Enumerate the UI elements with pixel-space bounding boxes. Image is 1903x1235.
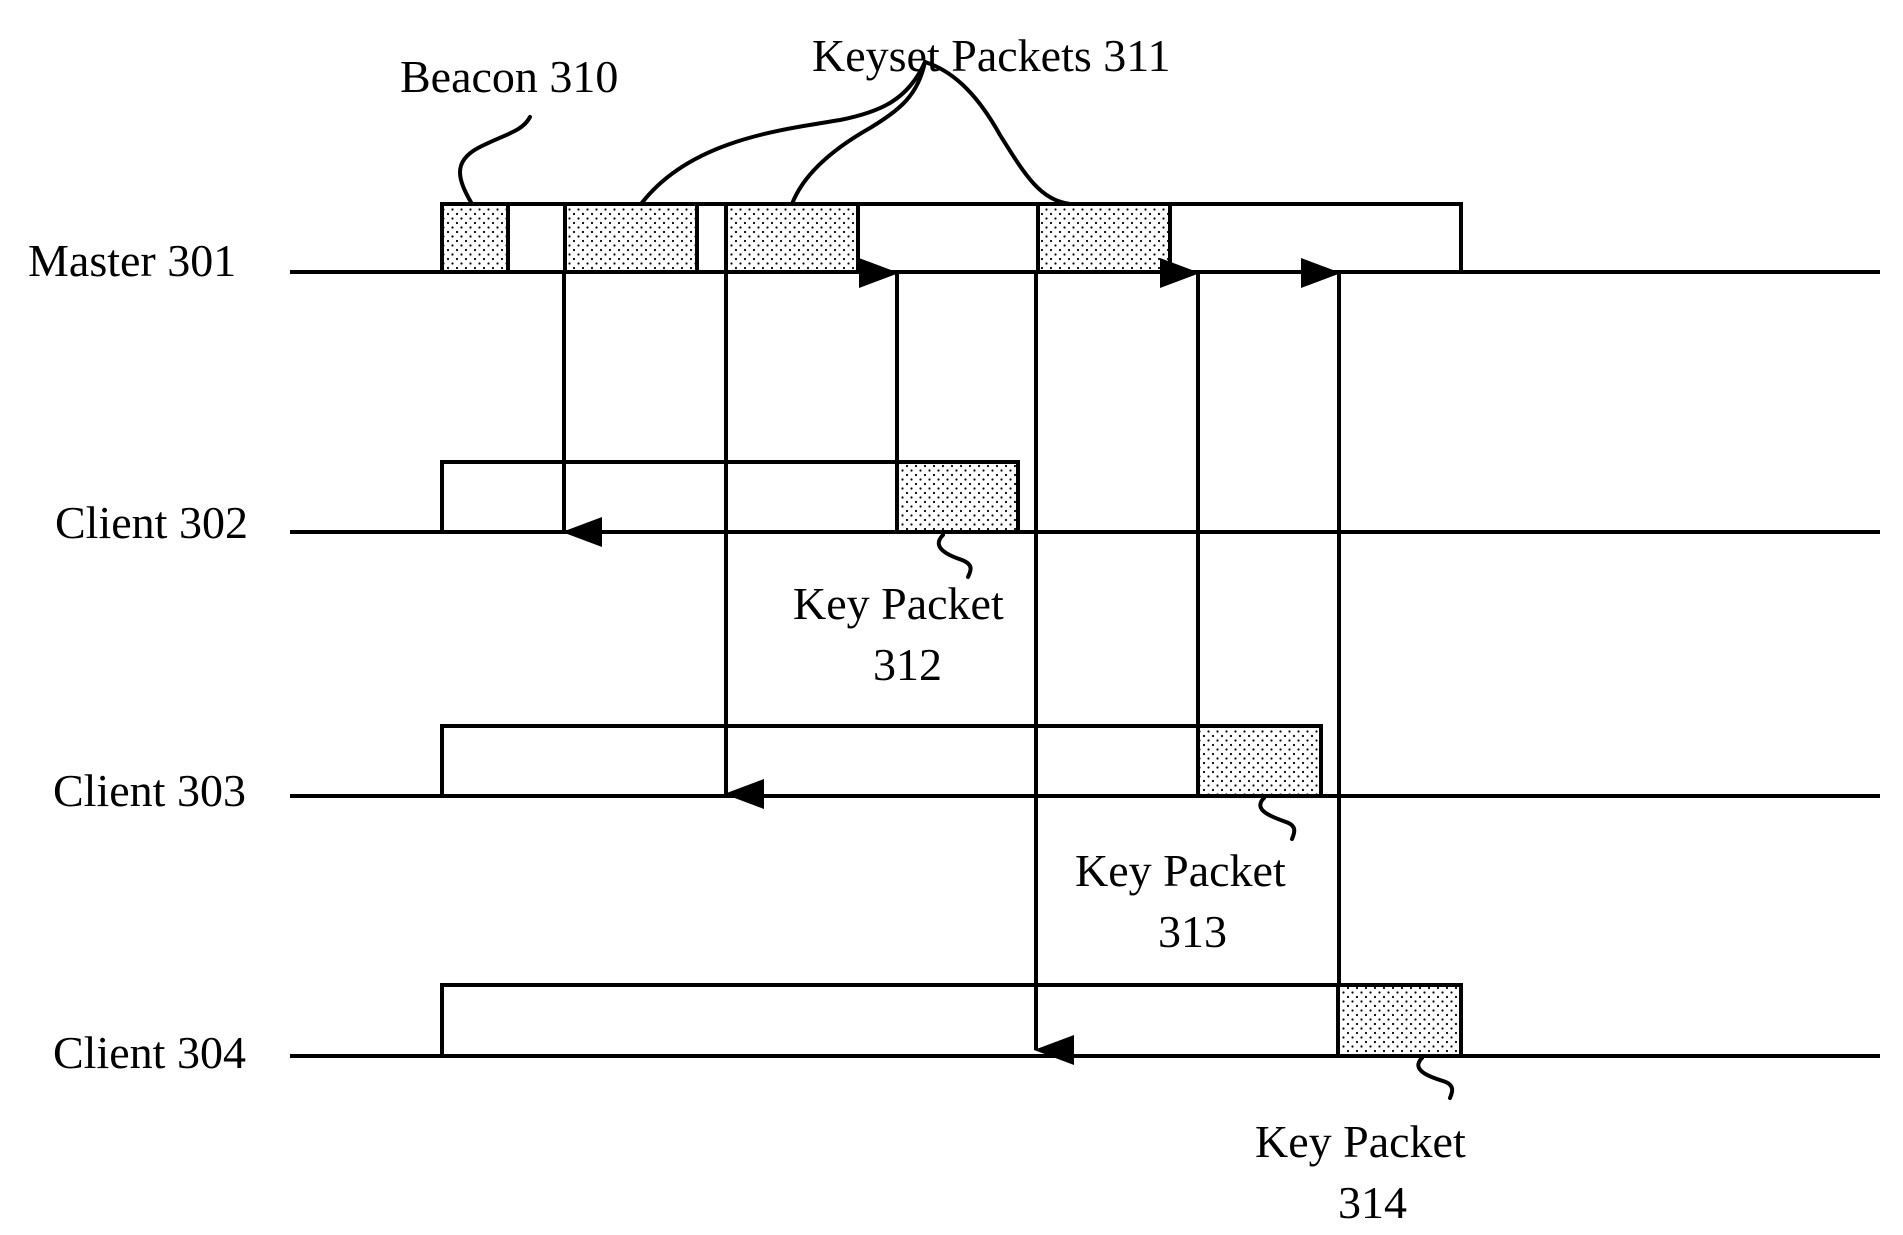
keyset-leader-line-2: [792, 62, 925, 204]
client-303-label: Client 303: [53, 765, 246, 816]
key-packet-312-label-line1: Key Packet: [793, 578, 1004, 629]
client-302-label: Client 302: [55, 497, 248, 548]
keyset-packets-311-label: Keyset Packets 311: [812, 30, 1171, 81]
keyset-packet-1: [565, 204, 697, 272]
client-302-timeline: [290, 462, 1880, 532]
beacon-leader-line: [460, 117, 530, 204]
key-packet-312: [897, 462, 1018, 532]
client-304-label: Client 304: [53, 1027, 246, 1078]
keyset-packet-2: [726, 204, 858, 272]
beacon-310-packet: [442, 204, 508, 272]
key-packet-313-label-line2: 313: [1158, 906, 1227, 957]
key-packet-314-label-line2: 314: [1338, 1177, 1407, 1228]
keyset-leader-line-1: [641, 62, 925, 204]
client-303-timeline: [290, 726, 1880, 796]
client-304-timeline: [290, 985, 1880, 1056]
key-packet-314: [1338, 985, 1461, 1056]
key-packet-313-label-line1: Key Packet: [1075, 845, 1286, 896]
keyset-packet-3: [1038, 204, 1170, 272]
master-301-label: Master 301: [28, 235, 236, 286]
master-timeline: [290, 204, 1880, 272]
key-313-leader-line: [1260, 798, 1294, 839]
key-312-leader-line: [939, 535, 971, 577]
key-packet-312-label-line2: 312: [873, 639, 942, 690]
key-packet-314-label-line1: Key Packet: [1255, 1116, 1466, 1167]
key-packet-313: [1198, 726, 1321, 796]
keyset-leader-line-3: [925, 62, 1070, 204]
beacon-310-label: Beacon 310: [400, 51, 618, 102]
key-314-leader-line: [1418, 1058, 1452, 1098]
